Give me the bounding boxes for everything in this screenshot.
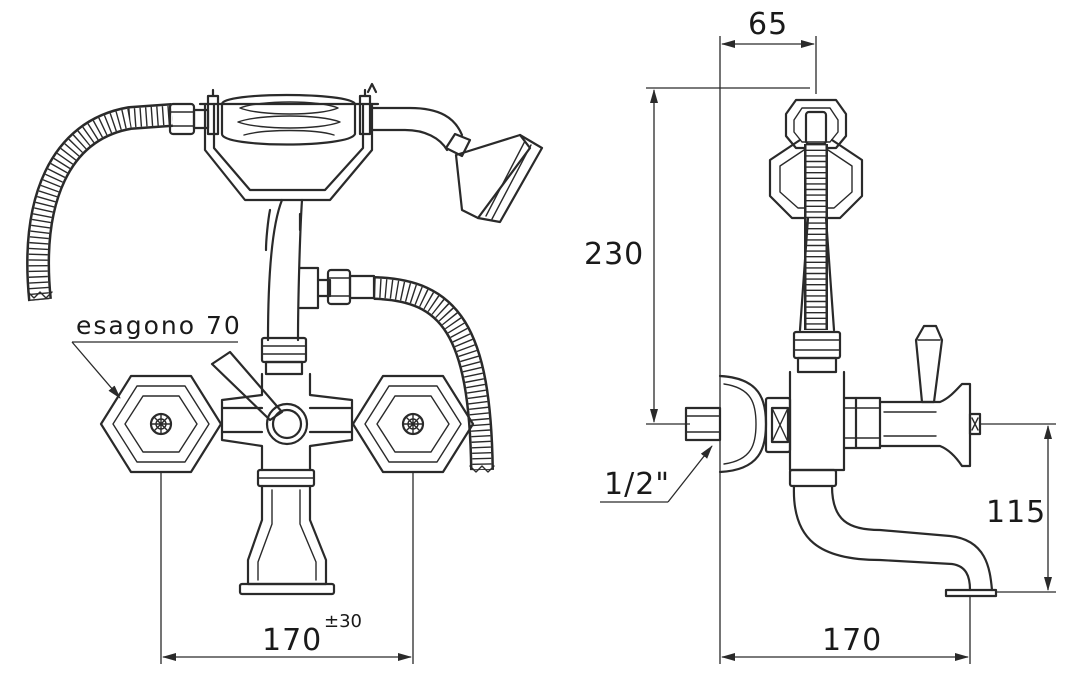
side-projection-value: 170 <box>822 623 882 658</box>
hose-nut-top <box>168 102 210 136</box>
front-width-value: 170 <box>262 623 322 658</box>
side-projection-dimension: 170 <box>721 596 971 664</box>
hexagon-callout: esagono 70 <box>71 311 242 399</box>
diverter-lever <box>210 350 284 422</box>
hexagon-handle-right <box>351 374 475 474</box>
side-height-dimension: 230 <box>584 87 810 425</box>
front-view: esagono 70 170 ±30 <box>26 82 544 664</box>
mixer-base <box>238 468 336 596</box>
stem-collar <box>260 336 308 376</box>
diverter-outlet <box>298 266 376 310</box>
side-valve-handle <box>878 324 982 468</box>
side-stem <box>792 216 842 374</box>
side-hose-fitting <box>784 98 848 150</box>
front-width-tolerance: ±30 <box>324 611 362 632</box>
side-top-value: 65 <box>748 7 788 42</box>
handshower-handle <box>220 93 357 146</box>
front-width-dimension: 170 ±30 <box>160 472 414 664</box>
side-view: 65 230 1/2" <box>584 7 1056 664</box>
handshower-head <box>370 106 544 224</box>
hexagon-label: esagono 70 <box>76 311 242 340</box>
side-top-dimension: 65 <box>721 7 817 94</box>
side-body <box>764 370 882 472</box>
side-height-value: 230 <box>584 237 644 272</box>
hose-left <box>26 103 173 302</box>
handshower-cradle <box>198 82 380 202</box>
hexagon-handle-left <box>99 374 223 474</box>
side-spout-height-dimension: 115 <box>980 423 1056 593</box>
thread-label: 1/2" <box>604 467 670 502</box>
mixer-body <box>220 372 354 472</box>
hose-right <box>373 276 495 473</box>
cradle-stem <box>264 198 304 342</box>
thread-callout: 1/2" <box>600 445 713 503</box>
wall-inlet <box>684 374 768 474</box>
side-spout-height-value: 115 <box>986 495 1046 530</box>
side-spout <box>788 468 998 598</box>
